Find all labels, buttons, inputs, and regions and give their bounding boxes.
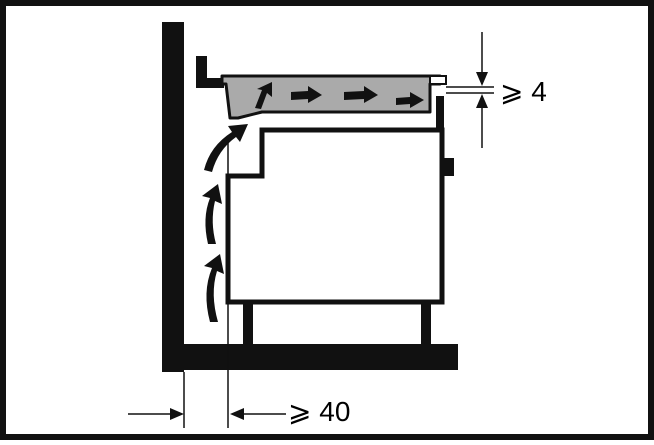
top-gap-arrowheads: [476, 72, 488, 108]
airflow-arrow-1: [204, 254, 224, 322]
hob-edge: [429, 75, 447, 85]
side-gap-dimension: [128, 140, 286, 428]
top-gap-label: ⩾ 4: [500, 76, 547, 107]
hob-arrow-1: [255, 82, 272, 109]
front-panel: [436, 96, 444, 138]
airflow-hob-arrows: [255, 82, 424, 109]
floor: [184, 344, 458, 370]
side-gap-arrowheads: [170, 408, 244, 420]
airflow-up-arrows: [202, 124, 248, 322]
oven-foot-right: [421, 302, 431, 344]
airflow-arrow-3: [204, 124, 248, 172]
airflow-arrow-2: [202, 184, 222, 244]
side-gap-label: ⩾ 40: [288, 396, 351, 427]
oven-foot-left: [243, 302, 253, 344]
rear-wall: [162, 22, 184, 372]
top-gap-dimension: [446, 32, 494, 148]
oven-body: [225, 127, 445, 305]
hob-arrow-4: [396, 92, 424, 108]
oven-knob: [444, 158, 454, 176]
hob: [220, 74, 442, 120]
worktop-bracket: [196, 56, 224, 88]
hob-arrow-2: [291, 86, 322, 103]
hob-arrow-3: [344, 86, 378, 103]
